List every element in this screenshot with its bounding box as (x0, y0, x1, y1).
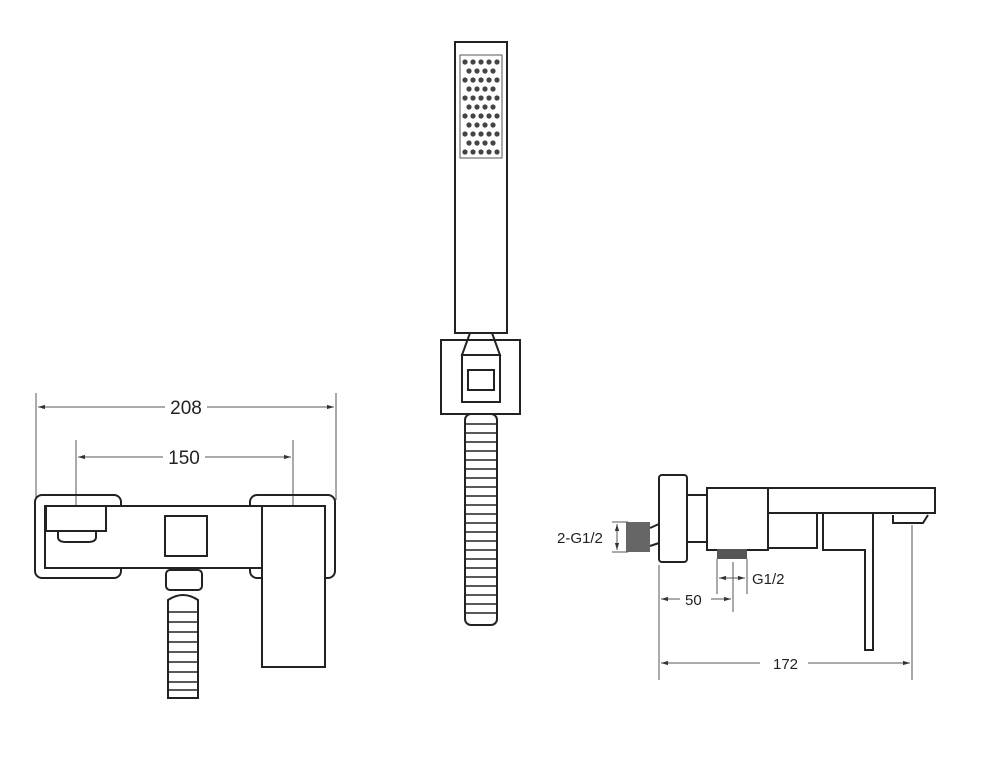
spout-block (45, 505, 107, 532)
dimension-label: 2-G1/2 (557, 530, 603, 547)
dimension-50: 50 (658, 562, 734, 680)
bracket-holder (461, 354, 501, 403)
nozzle-dot (470, 113, 476, 119)
nozzle-dot (486, 149, 492, 155)
dimension-172: 172 (661, 525, 913, 680)
nozzle-dot (478, 95, 484, 101)
holder-clip (467, 369, 495, 391)
nozzle-dot (470, 131, 476, 137)
nozzle-dot (494, 95, 500, 101)
nozzle-dot (462, 77, 468, 83)
nozzle-dot (474, 86, 480, 92)
valve-body (706, 487, 769, 551)
wall-flange (658, 474, 688, 563)
shower-hose (464, 413, 498, 626)
nozzle-dot (466, 68, 472, 74)
nozzle-dot (462, 131, 468, 137)
nozzle-dot (494, 77, 500, 83)
nozzle-dot (462, 113, 468, 119)
nozzle-dot (478, 59, 484, 65)
dimension-inlet-thread: 2-G1/2 (557, 521, 628, 553)
mixer-body (44, 505, 263, 569)
nozzle-dot (462, 59, 468, 65)
dimension-label: G1/2 (752, 571, 785, 588)
nozzle-dot (486, 131, 492, 137)
spray-face (459, 54, 503, 159)
nozzle-dot (474, 122, 480, 128)
dimension-150: 150 (75, 440, 294, 543)
shower-handle (454, 41, 508, 334)
nozzle-dot (482, 68, 488, 74)
hand-shower (440, 41, 521, 626)
nozzle-dot (474, 104, 480, 110)
nozzle-dot (466, 140, 472, 146)
outlet-thread (717, 549, 747, 559)
nozzle-dot (482, 122, 488, 128)
nozzle-dot (490, 104, 496, 110)
nozzle-dot (490, 140, 496, 146)
nozzle-dot (490, 86, 496, 92)
nozzle-dot (474, 68, 480, 74)
dimension-label: 50 (685, 592, 702, 609)
inlet-thread (626, 522, 650, 552)
connector-cone (460, 332, 502, 356)
dimension-outlet-thread: G1/2 (716, 559, 785, 594)
hose-nut (165, 569, 203, 591)
nozzle-dot (478, 131, 484, 137)
nozzle-dot (482, 86, 488, 92)
nozzle-dot (466, 86, 472, 92)
nozzle-dot (486, 59, 492, 65)
lower-block (767, 512, 818, 549)
aerator (57, 531, 97, 543)
front-view: 208 150 (34, 393, 337, 699)
nozzle-dot (470, 95, 476, 101)
nozzle-dot (486, 113, 492, 119)
nozzle-dot (494, 59, 500, 65)
dimension-label: 208 (170, 398, 202, 419)
lever (822, 513, 874, 651)
nozzle-dot (490, 68, 496, 74)
nozzle-dot (466, 104, 472, 110)
nozzle-dot (470, 149, 476, 155)
nozzle-dot (482, 104, 488, 110)
diverter-knob (164, 515, 208, 557)
nozzle-dot (474, 140, 480, 146)
nozzle-dot (494, 131, 500, 137)
dimension-label: 172 (773, 656, 798, 673)
aerator (892, 514, 929, 524)
nozzle-dot (478, 77, 484, 83)
nozzle-dot (482, 140, 488, 146)
nozzle-dot (486, 95, 492, 101)
nozzle-dot (470, 77, 476, 83)
nozzle-dot (494, 113, 500, 119)
nozzle-dot (494, 149, 500, 155)
spout (767, 487, 936, 514)
nozzle-dot (466, 122, 472, 128)
side-view: 2-G1/2 G1/2 50 172 (557, 474, 936, 680)
dimension-208: 208 (35, 393, 337, 500)
lever-handle (261, 505, 326, 668)
nozzle-dot (490, 122, 496, 128)
nozzle-dot (478, 113, 484, 119)
nozzle-dot (470, 59, 476, 65)
nozzle-dot (486, 77, 492, 83)
spray-nozzles (462, 59, 500, 155)
nozzle-dot (478, 149, 484, 155)
hose (167, 594, 199, 699)
nozzle-dot (462, 149, 468, 155)
dimension-label: 150 (168, 448, 200, 469)
nozzle-dot (462, 95, 468, 101)
nut (686, 494, 708, 543)
